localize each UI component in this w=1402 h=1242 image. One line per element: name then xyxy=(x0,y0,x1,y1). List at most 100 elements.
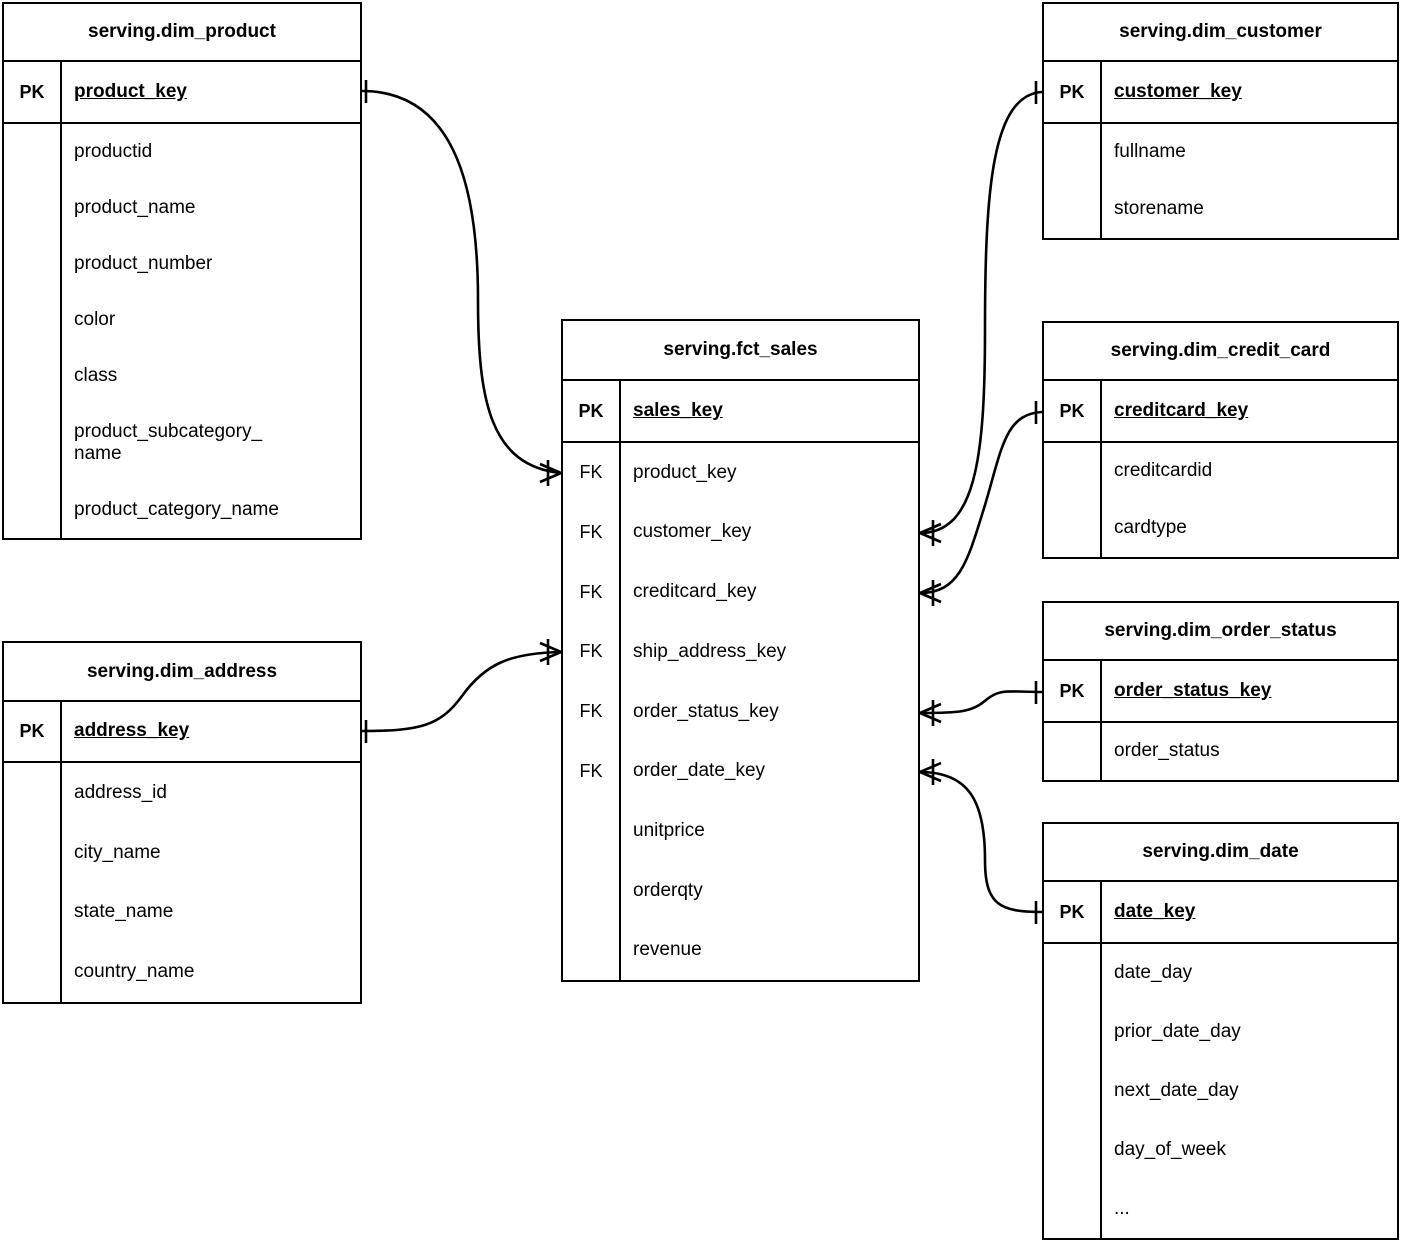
key-label-pk: PK xyxy=(4,702,62,761)
key-label xyxy=(4,763,62,823)
attribute-list-dim-customer: fullname storename xyxy=(1044,124,1397,238)
key-label-pk: PK xyxy=(1044,62,1102,122)
attribute-list-dim-product: productid product_name product_number co… xyxy=(4,124,360,539)
key-label-pk: PK xyxy=(1044,381,1102,441)
key-label xyxy=(1044,181,1102,238)
field-state-name: state_name xyxy=(74,901,174,923)
attribute-row: date_day xyxy=(1044,944,1397,1003)
key-label xyxy=(1044,443,1102,500)
attribute-row: color xyxy=(4,292,360,348)
attribute-row: product_number xyxy=(4,236,360,292)
attribute-row: revenue xyxy=(563,920,918,981)
entity-dim-customer[interactable]: serving.dim_customer PK customer_key ful… xyxy=(1042,2,1399,240)
entity-title-dim-credit-card: serving.dim_credit_card xyxy=(1044,323,1397,381)
pk-row-fct-sales: PK sales_key xyxy=(563,381,918,443)
key-label xyxy=(4,822,62,883)
connector-address-sales xyxy=(361,650,562,733)
attribute-row: state_name xyxy=(4,882,360,943)
field-product-key: product_key xyxy=(74,80,187,102)
entity-title-dim-address: serving.dim_address xyxy=(4,643,360,702)
entity-title-dim-customer: serving.dim_customer xyxy=(1044,4,1397,62)
attribute-row: FK customer_key xyxy=(563,502,918,563)
attribute-row: FK order_status_key xyxy=(563,681,918,742)
key-label-pk: PK xyxy=(563,381,621,441)
key-label xyxy=(4,404,62,483)
attribute-row: unitprice xyxy=(563,801,918,861)
field-day-of-week: day_of_week xyxy=(1114,1138,1226,1160)
connector-customer-sales xyxy=(919,90,1043,535)
attribute-list-dim-credit-card: creditcardid cardtype xyxy=(1044,443,1397,557)
attribute-row: FK product_key xyxy=(563,443,918,503)
entity-dim-order-status[interactable]: serving.dim_order_status PK order_status… xyxy=(1042,601,1399,782)
key-label xyxy=(1044,1061,1102,1121)
cardinality-many-sales-customer xyxy=(919,520,942,546)
attribute-row: creditcardid xyxy=(1044,443,1397,500)
key-label-pk: PK xyxy=(4,62,62,122)
field-prior-date-day: prior_date_day xyxy=(1114,1021,1241,1043)
attribute-row: prior_date_day xyxy=(1044,1002,1397,1062)
attribute-row: fullname xyxy=(1044,124,1397,181)
attribute-row: product_name xyxy=(4,180,360,236)
entity-title-fct-sales: serving.fct_sales xyxy=(563,321,918,381)
entity-dim-credit-card[interactable]: serving.dim_credit_card PK creditcard_ke… xyxy=(1042,321,1399,559)
key-label xyxy=(4,236,62,292)
key-label xyxy=(1044,944,1102,1003)
connector-orderstatus-sales xyxy=(919,690,1043,715)
key-label-pk: PK xyxy=(1044,882,1102,942)
key-label xyxy=(4,180,62,236)
attribute-row: city_name xyxy=(4,822,360,883)
entity-fct-sales[interactable]: serving.fct_sales PK sales_key FK produc… xyxy=(561,319,920,982)
key-label xyxy=(563,920,621,981)
attribute-row: storename xyxy=(1044,181,1397,238)
field-fullname: fullname xyxy=(1114,141,1186,163)
field-product-category-name: product_category_name xyxy=(74,499,279,521)
entity-title-dim-date: serving.dim_date xyxy=(1044,824,1397,882)
attribute-row: cardtype xyxy=(1044,500,1397,557)
field-creditcard-key: creditcard_key xyxy=(1114,399,1249,421)
attribute-row: FK order_date_key xyxy=(563,741,918,802)
field-product-key: product_key xyxy=(633,461,737,483)
key-label xyxy=(1044,1002,1102,1062)
attribute-row: address_id xyxy=(4,763,360,823)
field-creditcard-key: creditcard_key xyxy=(633,581,757,603)
field-customer-key: customer_key xyxy=(1114,80,1242,102)
cardinality-many-sales-orderstatus xyxy=(919,700,942,726)
connector-creditcard-sales xyxy=(919,410,1043,595)
field-address-key: address_key xyxy=(74,720,190,742)
key-label xyxy=(1044,1120,1102,1180)
key-label xyxy=(4,292,62,348)
entity-dim-product[interactable]: serving.dim_product PK product_key produ… xyxy=(2,2,362,540)
key-label xyxy=(4,882,62,943)
cardinality-many-sales-date xyxy=(919,759,942,785)
cardinality-many-sales-creditcard xyxy=(919,580,942,606)
attribute-row: ... xyxy=(1044,1179,1397,1238)
attribute-row: day_of_week xyxy=(1044,1120,1397,1180)
pk-row-dim-customer: PK customer_key xyxy=(1044,62,1397,124)
field-ship-address-key: ship_address_key xyxy=(633,640,787,662)
entity-dim-address[interactable]: serving.dim_address PK address_key addre… xyxy=(2,641,362,1004)
field-storename: storename xyxy=(1114,198,1204,220)
key-label xyxy=(1044,1179,1102,1238)
field-ellipsis: ... xyxy=(1114,1197,1130,1219)
attribute-row: product_subcategory_ name xyxy=(4,404,360,483)
entity-title-dim-order-status: serving.dim_order_status xyxy=(1044,603,1397,661)
attribute-row: order_status xyxy=(1044,723,1397,780)
key-label-fk: FK xyxy=(563,562,621,623)
entity-dim-date[interactable]: serving.dim_date PK date_key date_day pr… xyxy=(1042,822,1399,1240)
field-color: color xyxy=(74,308,116,330)
key-label-fk: FK xyxy=(563,443,621,503)
field-sales-key: sales_key xyxy=(633,399,723,421)
field-product-name: product_name xyxy=(74,196,196,218)
field-date-day: date_day xyxy=(1114,962,1193,984)
attribute-row: country_name xyxy=(4,942,360,1002)
attribute-row: FK ship_address_key xyxy=(563,622,918,682)
entity-title-dim-product: serving.dim_product xyxy=(4,4,360,62)
attribute-row: productid xyxy=(4,124,360,180)
cardinality-many-sales-address xyxy=(539,639,562,665)
field-order-status-key: order_status_key xyxy=(1114,679,1272,701)
key-label xyxy=(563,860,621,921)
attribute-list-dim-order-status: order_status xyxy=(1044,723,1397,780)
field-product-subcategory-name: product_subcategory_ name xyxy=(74,420,263,465)
key-label-fk: FK xyxy=(563,681,621,742)
